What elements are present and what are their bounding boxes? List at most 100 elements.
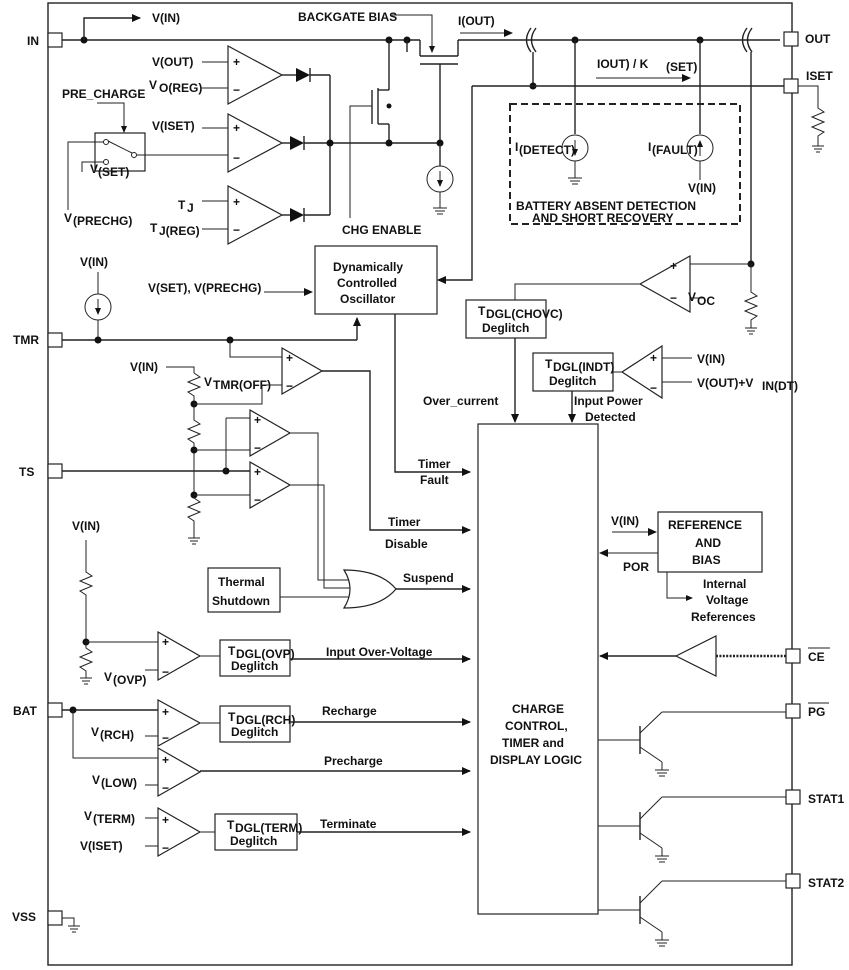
vrch-label: V: [91, 725, 99, 739]
pg-transistor: [598, 711, 786, 777]
pin-label-tmr: TMR: [13, 333, 39, 347]
timer-disable-2: Disable: [385, 537, 428, 551]
int-ref-1: Internal: [703, 577, 746, 591]
battery-absent-block: I (DETECT) I (FAULT) V(IN) BATTERY ABSEN…: [509, 40, 741, 225]
por-label: POR: [623, 560, 649, 574]
svg-text:+: +: [162, 813, 169, 827]
comparator-recharge: + −: [145, 698, 220, 748]
timer-fault-1: Timer: [418, 457, 451, 471]
vin-tmr-label: V(IN): [80, 255, 108, 269]
ccl-label-3: TIMER and: [502, 736, 564, 750]
vin-ovp-label: V(IN): [72, 519, 100, 533]
current-sense-1: [525, 27, 537, 53]
ref-label-3: BIAS: [692, 553, 721, 567]
backgate-label: BACKGATE BIAS: [298, 10, 397, 24]
iset-resistor: [798, 85, 826, 153]
deglitch-indt: T DGL(INDT) Deglitch: [532, 352, 614, 392]
vtmroff-subscript: TMR(OFF): [213, 378, 271, 392]
tj-label: T: [178, 198, 186, 212]
vprechg-label: V: [64, 211, 72, 225]
svg-text:−: −: [254, 493, 261, 507]
comparator-ts-high: + −: [194, 408, 292, 458]
pin-out[interactable]: OUT: [783, 31, 831, 47]
tdgl-rch-t: T: [228, 710, 236, 724]
iout-kset-label: IOUT) / K: [597, 57, 649, 71]
svg-text:−: −: [286, 379, 293, 393]
pin-label-out: OUT: [805, 32, 831, 46]
svg-text:−: −: [650, 381, 657, 395]
pin-label-stat1: STAT1: [808, 792, 845, 806]
tdgl-term-sub: DGL(TERM): [235, 821, 302, 835]
iout-label: I(OUT): [458, 14, 495, 28]
pin-vss[interactable]: VSS: [12, 910, 63, 926]
deglitch-term-text: Deglitch: [230, 834, 277, 848]
precharge-switch: PRE_CHARGE V (SET) V (PRECHG): [62, 87, 146, 228]
svg-text:+: +: [254, 465, 261, 479]
vovp-subscript: (OVP): [113, 673, 146, 687]
tdgl-indt-sub: DGL(INDT): [553, 360, 614, 374]
osc-label-3: Oscillator: [340, 292, 396, 306]
tjreg-label: T: [150, 221, 158, 235]
over-current-label: Over_current: [423, 394, 498, 408]
tjreg-subscript: J(REG): [159, 224, 200, 238]
vindt-subscript: IN(DT): [762, 379, 798, 393]
tdgl-term-t: T: [227, 818, 235, 832]
deglitch-indt-text: Deglitch: [549, 374, 596, 388]
input-power-2: Detected: [585, 410, 636, 424]
vset-label: V: [90, 162, 98, 176]
ifault-subscript: (FAULT): [652, 143, 698, 157]
ce-buffer: [599, 635, 786, 677]
deglitch-rch-text: Deglitch: [231, 725, 278, 739]
svg-text:−: −: [162, 731, 169, 745]
pin-stat1[interactable]: STAT1: [785, 789, 845, 806]
voreg-label: V: [149, 78, 157, 92]
vin-tmroff-label: V(IN): [130, 360, 158, 374]
int-ref-2: Voltage: [706, 593, 749, 607]
svg-text:−: −: [162, 781, 169, 795]
svg-text:−: −: [162, 841, 169, 855]
pin-label-pg: PG: [808, 705, 825, 719]
vrch-subscript: (RCH): [100, 728, 134, 742]
stat1-transistor: [598, 796, 786, 863]
vterm-subscript: (TERM): [93, 812, 135, 826]
ifault-vin-label: V(IN): [688, 181, 716, 195]
comparator-ovp: + −: [86, 630, 220, 682]
svg-text:−: −: [233, 223, 240, 237]
tdgl-indt-t: T: [545, 357, 553, 371]
stat2-transistor: [598, 880, 786, 947]
viset-term-label: V(ISET): [80, 839, 123, 853]
tdgl-chovc-sub: DGL(CHOVC): [486, 307, 563, 321]
input-ovp-label: Input Over-Voltage: [326, 645, 433, 659]
recharge-label: Recharge: [322, 704, 377, 718]
pin-in[interactable]: IN: [27, 32, 63, 48]
svg-text:−: −: [670, 291, 677, 305]
svg-text:+: +: [233, 195, 240, 209]
pin-tmr[interactable]: TMR: [13, 332, 63, 348]
idetect-label: I: [515, 140, 518, 154]
comparator-ts-low: + −: [194, 460, 292, 510]
vtmroff-label: V: [204, 375, 212, 389]
chg-enable-label: CHG ENABLE: [342, 223, 421, 237]
deglitch-chovc: T DGL(CHOVC) Deglitch: [465, 299, 563, 339]
tdgl-rch-sub: DGL(RCH): [236, 713, 295, 727]
deglitch-ovp-text: Deglitch: [231, 659, 278, 673]
pin-pg[interactable]: PG: [785, 702, 829, 719]
osc-label-1: Dynamically: [333, 260, 403, 274]
pin-stat2[interactable]: STAT2: [785, 873, 845, 890]
thermal-label-2: Shutdown: [212, 594, 270, 608]
vset-subscript: (SET): [98, 165, 129, 179]
pre-charge-label: PRE_CHARGE: [62, 87, 145, 101]
pin-label-in: IN: [27, 34, 39, 48]
tdgl-ovp-sub: DGL(OVP): [236, 647, 295, 661]
vprechg-subscript: (PRECHG): [73, 214, 132, 228]
pin-ts[interactable]: TS: [19, 463, 63, 479]
control-fet: CHG ENABLE: [342, 40, 421, 237]
voc-subscript: OC: [697, 294, 715, 308]
vout-vindt-label: V(OUT)+V: [697, 376, 753, 390]
deglitch-ovp: T DGL(OVP) Deglitch: [219, 639, 295, 677]
oscillator-block: Dynamically Controlled Oscillator: [314, 245, 438, 315]
comparator-tmr-off: + −: [194, 340, 471, 534]
pin-bat[interactable]: BAT: [13, 702, 63, 718]
pin-ce[interactable]: CE: [785, 647, 830, 664]
